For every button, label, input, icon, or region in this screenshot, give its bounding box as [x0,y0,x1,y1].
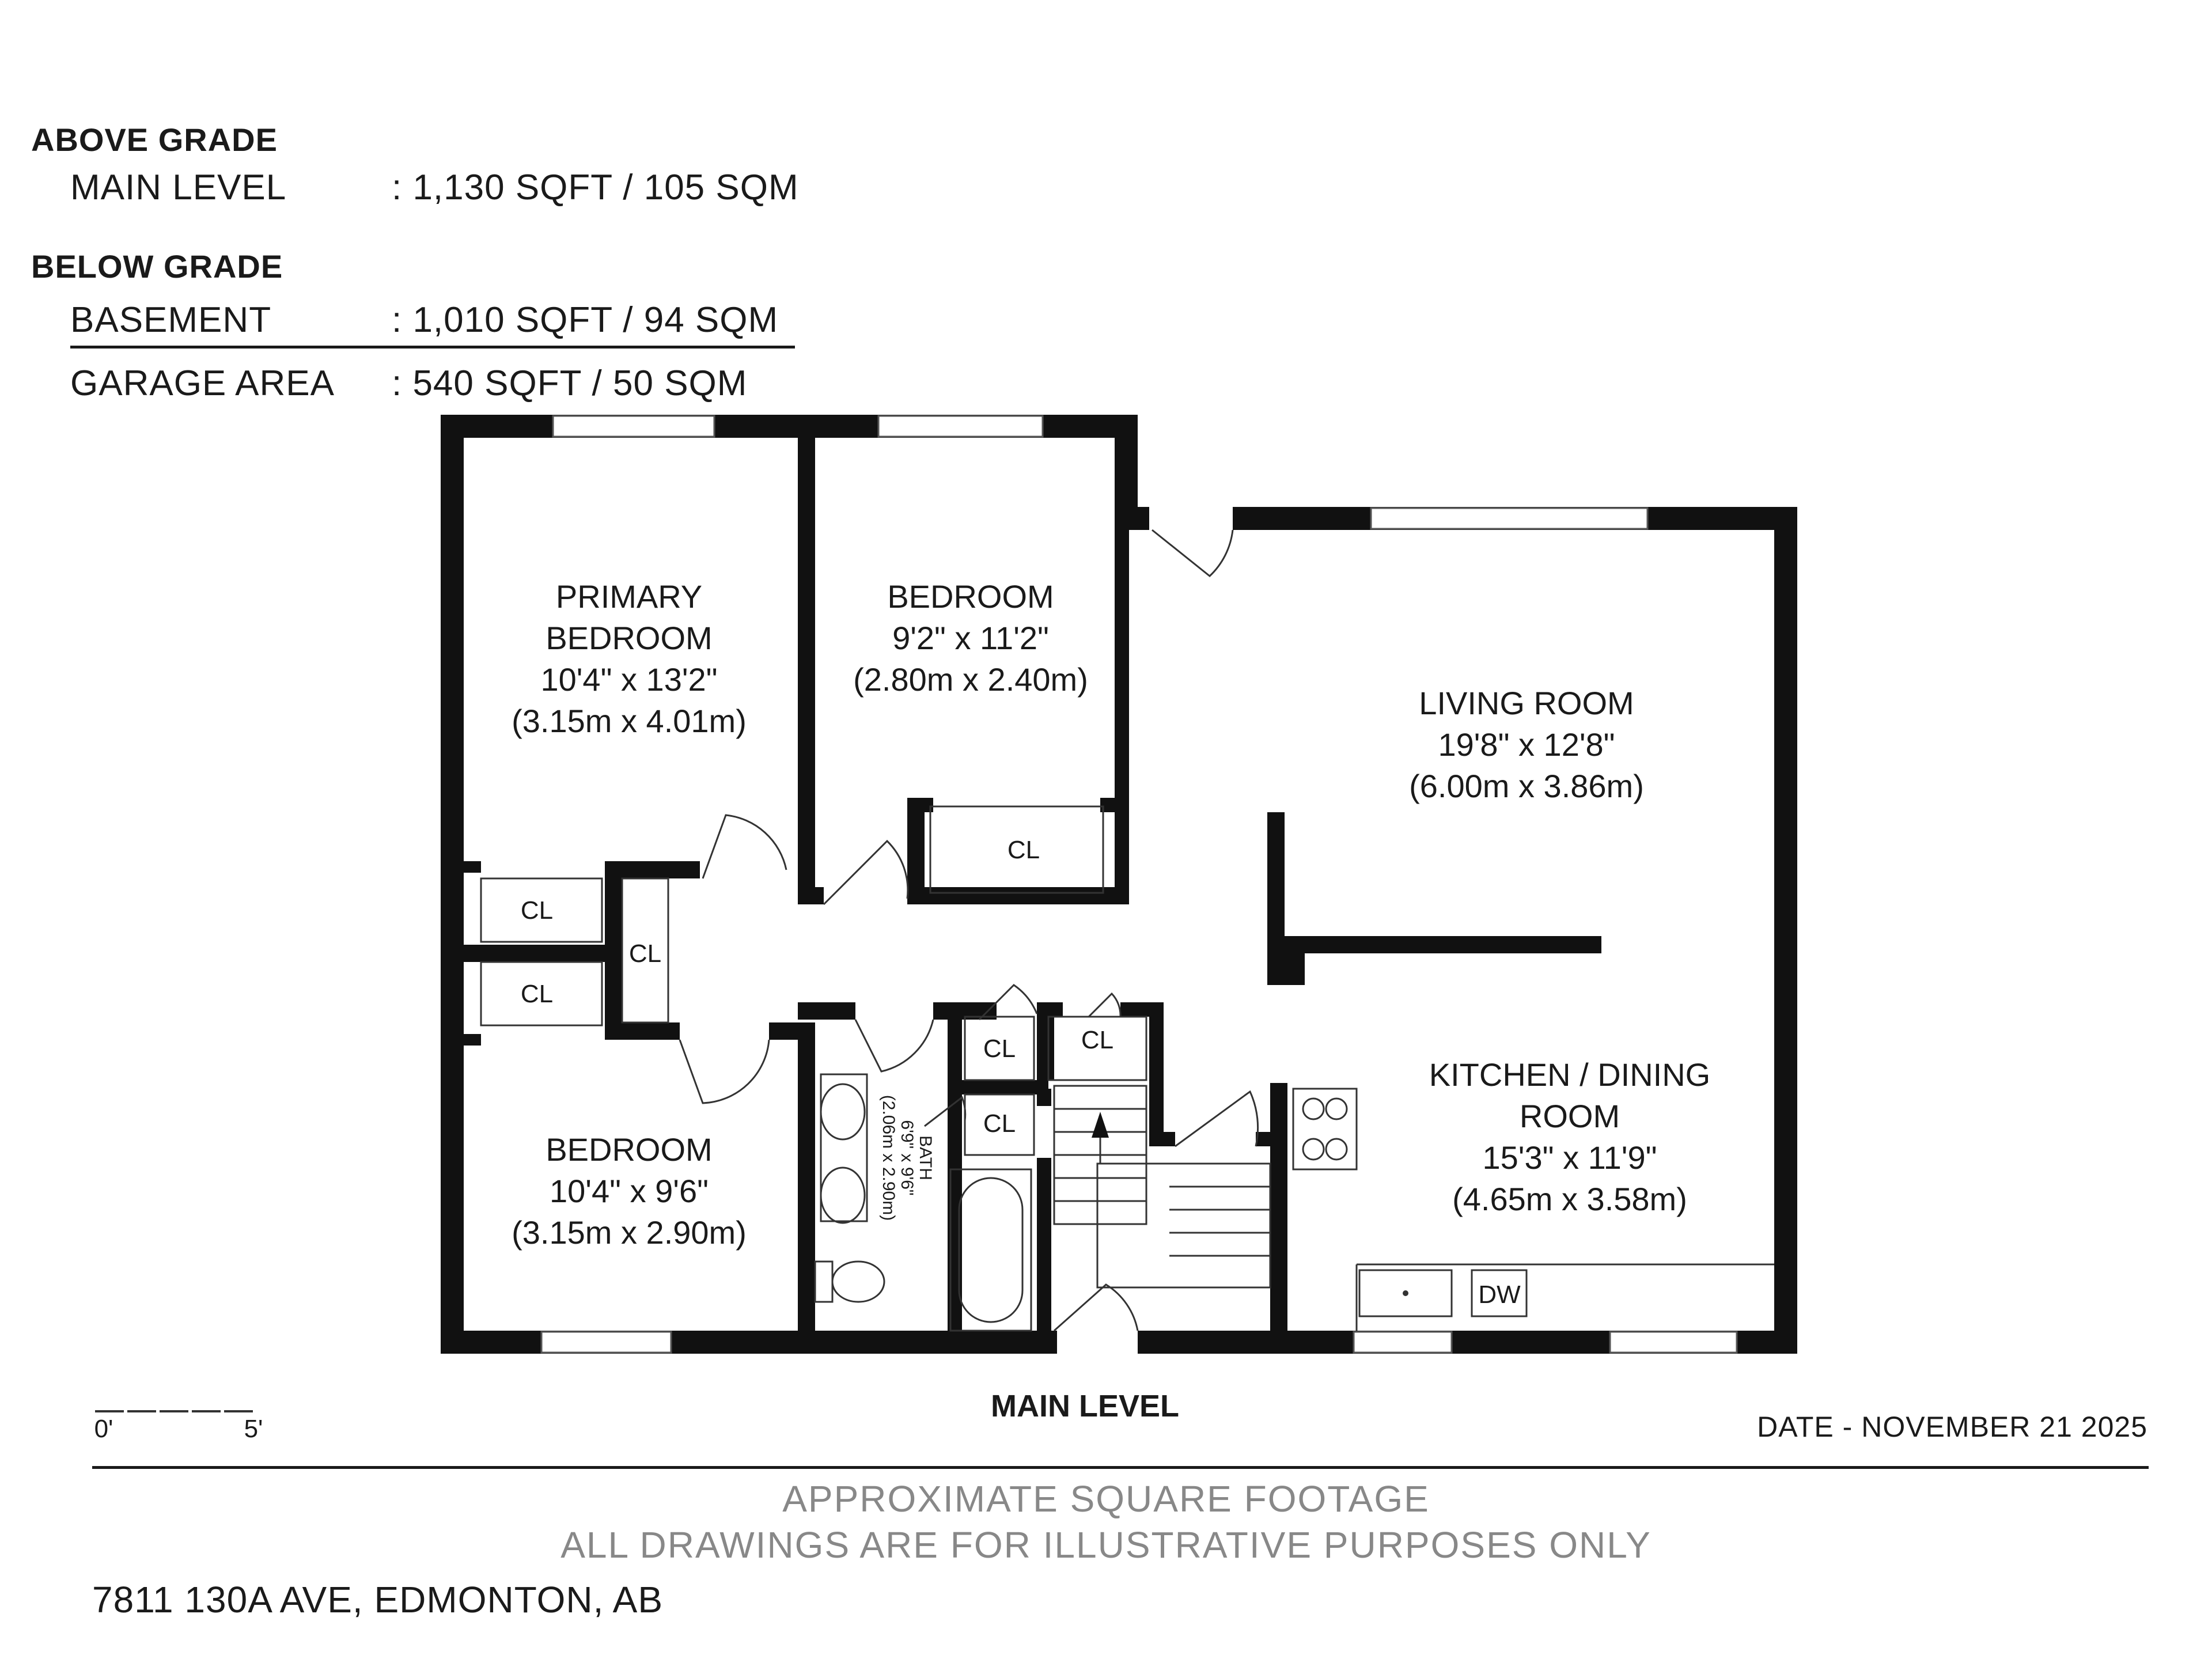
primary-bedroom-dims-metric: (3.15m x 4.01m) [512,703,747,739]
primary-bedroom-line1: PRIMARY [556,578,702,615]
living-room-name: LIVING ROOM [1419,685,1634,721]
closet-label: CL [629,940,661,968]
kitchen-dims-imperial: 15'3" x 11'9" [1483,1139,1657,1176]
above-grade-heading: ABOVE GRADE [31,122,278,158]
bath-dims-imperial: 6'9" x 9'6" [897,1120,916,1195]
closet-label: CL [521,896,553,925]
kitchen-dims-metric: (4.65m x 3.58m) [1452,1181,1687,1217]
below-grade-heading: BELOW GRADE [31,248,283,285]
address: 7811 130A AVE, EDMONTON, AB [92,1579,664,1620]
bedroom-top-name: BEDROOM [887,578,1054,615]
basement-value: : 1,010 SQFT / 94 SQM [392,300,779,340]
summary-divider [70,346,795,349]
living-room-dims-metric: (6.00m x 3.86m) [1409,768,1644,804]
bath-dims-metric: (2.06m x 2.90m) [879,1095,898,1221]
kitchen-line1: KITCHEN / DINING [1429,1056,1710,1093]
fixture-lines [480,805,1774,1332]
room-labels: PRIMARY BEDROOM 10'4" x 13'2" (3.15m x 4… [512,578,1710,1309]
closet-label: CL [983,1035,1016,1063]
date-label: DATE - NOVEMBER 21 2025 [1757,1411,2147,1443]
scale-end-label: 5' [244,1415,263,1443]
main-level-label: MAIN LEVEL [70,168,287,207]
note-line1: APPROXIMATE SQUARE FOOTAGE [782,1478,1430,1520]
plan-title: MAIN LEVEL [991,1389,1180,1423]
dishwasher-label: DW [1478,1281,1521,1309]
bedroom-top-dims-imperial: 9'2" x 11'2" [892,620,1049,656]
primary-bedroom-dims-imperial: 10'4" x 13'2" [540,661,717,698]
scale-bar: 0' 5' [94,1410,263,1443]
garage-label: GARAGE AREA [70,363,335,403]
footer-divider [92,1466,2149,1469]
bedroom-top-dims-metric: (2.80m x 2.40m) [853,661,1088,698]
garage-value: : 540 SQFT / 50 SQM [392,363,748,403]
bedroom-bottom-name: BEDROOM [546,1131,712,1168]
closet-label: CL [983,1109,1016,1138]
bedroom-bottom-dims-metric: (3.15m x 2.90m) [512,1214,747,1251]
closet-label: CL [1007,836,1040,864]
living-room-dims-imperial: 19'8" x 12'8" [1438,726,1615,763]
note-line2: ALL DRAWINGS ARE FOR ILLUSTRATIVE PURPOS… [560,1524,1652,1566]
bedroom-bottom-dims-imperial: 10'4" x 9'6" [550,1173,709,1209]
bath-name: BATH [916,1135,935,1180]
door-swings [679,529,1259,1332]
primary-bedroom-line2: BEDROOM [546,620,712,656]
windows [540,415,1738,1354]
basement-label: BASEMENT [70,300,272,340]
closet-label: CL [1081,1026,1113,1054]
scale-start-label: 0' [94,1415,113,1443]
main-level-value: : 1,130 SQFT / 105 SQM [392,168,799,207]
closet-label: CL [521,980,553,1008]
kitchen-line2: ROOM [1520,1098,1620,1134]
